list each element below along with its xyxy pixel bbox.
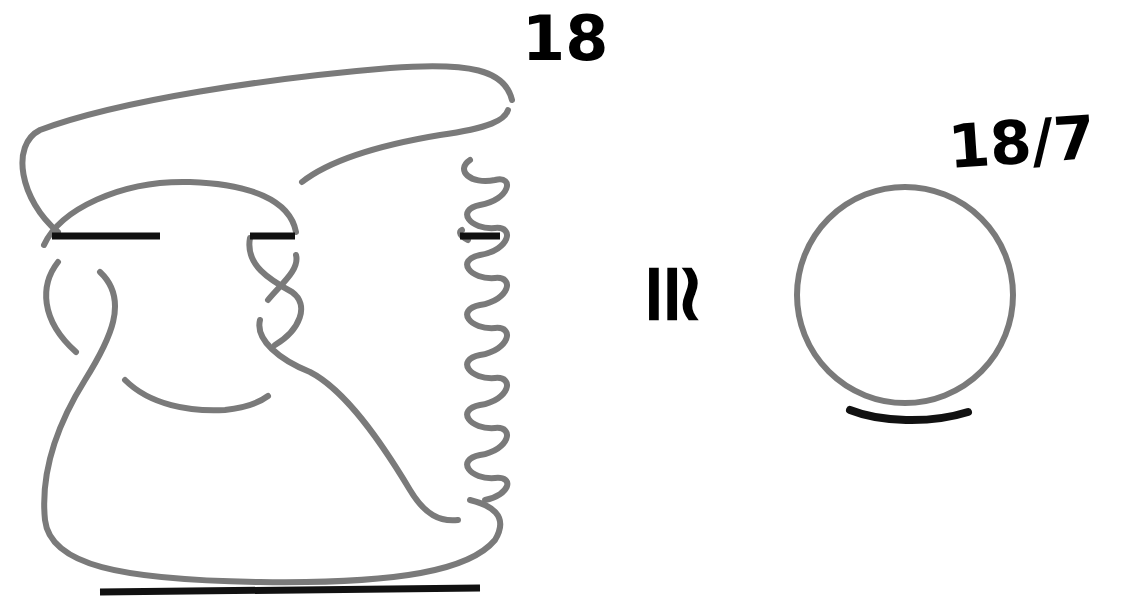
knot-strand bbox=[268, 255, 297, 300]
framing-coefficient: 18/7 bbox=[946, 107, 1097, 177]
knot-strand bbox=[22, 66, 512, 232]
homeomorphism-symbol: ≅ bbox=[633, 259, 717, 329]
coil-strand bbox=[464, 160, 507, 500]
scan-mark bbox=[52, 236, 500, 592]
framing-coefficient: 18 bbox=[522, 8, 608, 70]
knot-strand bbox=[259, 320, 458, 520]
knot-strand bbox=[44, 272, 500, 582]
knot-strand bbox=[302, 110, 508, 182]
knot-strand bbox=[46, 262, 76, 352]
scan-mark bbox=[850, 410, 968, 420]
unknot-circle bbox=[797, 187, 1013, 403]
knot-strand bbox=[125, 380, 268, 410]
